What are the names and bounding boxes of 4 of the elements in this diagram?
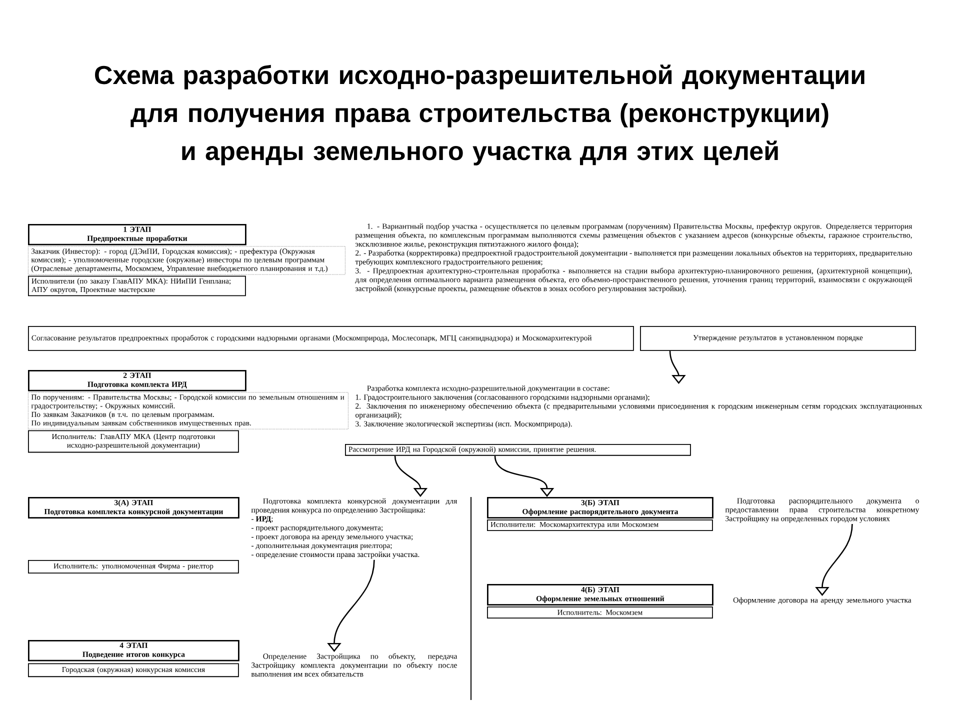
title: Схема разработки исходно-разрешительной документации для получения права строительства (реконструкции) и аренды земельного участка для этих целей: [95, 64, 864, 166]
arrow: [669, 350, 686, 384]
arrow: [494, 456, 554, 497]
arrow: [394, 456, 428, 497]
